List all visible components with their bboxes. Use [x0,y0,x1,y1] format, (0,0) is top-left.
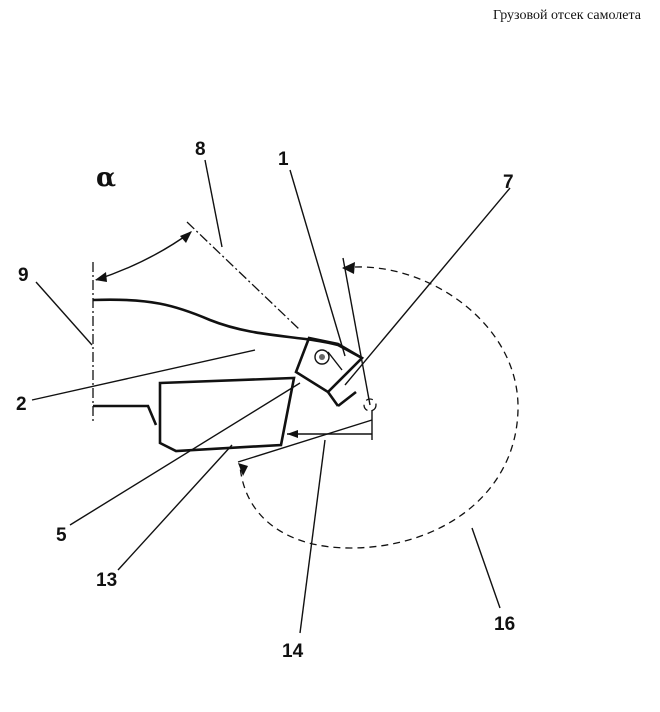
hinge-pin-axle [327,351,343,371]
leader-14 [299,439,326,634]
trajectory-arrowhead-top [342,262,355,274]
label-1: 1 [278,149,289,170]
door-hinge-block [294,336,365,394]
dimension-arrowhead-left [287,430,298,438]
label-16: 16 [494,614,515,635]
leader-7 [344,187,511,386]
pivot-point [363,398,377,412]
leader-16 [471,527,501,609]
label-14: 14 [282,641,304,662]
fuselage-contour [92,298,363,360]
leader-2 [31,349,256,401]
angle-arc [95,231,192,281]
angle-symbol: α [96,163,116,193]
page-title: Грузовой отсек самолета [493,8,641,23]
leader-1 [289,169,346,357]
leader-8 [204,159,223,248]
label-7: 7 [503,172,514,193]
fuselage-lower-contour [93,404,158,426]
leader-13 [117,444,233,571]
inclined-axis-line [186,221,301,331]
door-hinge-bar [326,391,340,407]
label-2: 2 [16,394,27,415]
leader-5 [69,382,301,526]
cargo-container [158,376,296,453]
label-5: 5 [56,525,67,546]
angle-arrowhead-left [95,272,107,282]
door-hinge-bar-tip [337,390,357,408]
leader-9 [35,281,93,346]
angle-arrowhead-right [180,231,192,243]
trajectory-arrowhead-bottom [238,463,248,476]
hinge-pin-core [319,354,325,360]
label-8: 8 [195,139,206,160]
dimension-lower-line [237,419,373,463]
label-13: 13 [96,570,117,591]
label-9: 9 [18,265,29,286]
pivot-vertical-line [342,257,371,406]
hinge-pin [314,349,330,365]
trajectory-arc [239,266,519,549]
